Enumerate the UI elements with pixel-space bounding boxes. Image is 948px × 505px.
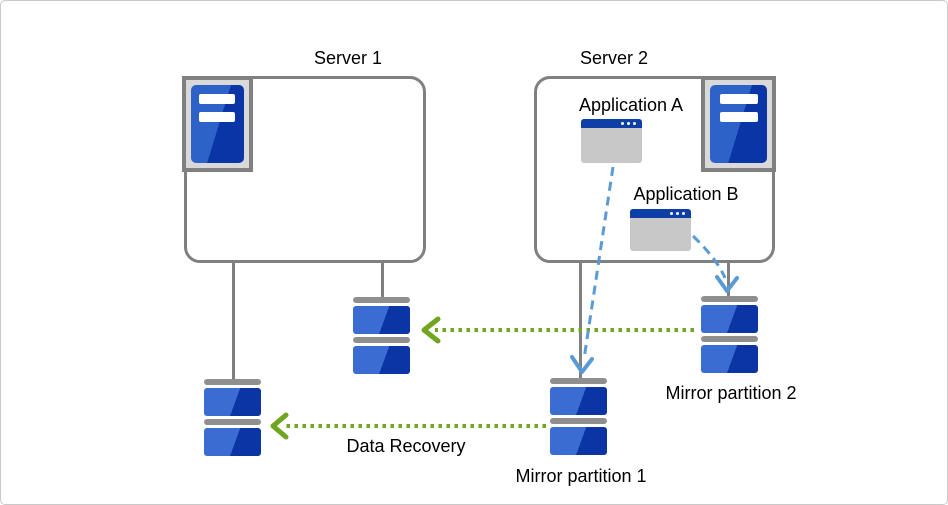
mirror-partition-2-label: Mirror partition 2 bbox=[665, 383, 797, 403]
mirror-partition-1-disk-icon bbox=[550, 378, 607, 455]
disk-cap bbox=[701, 336, 758, 342]
disk-platter bbox=[353, 306, 410, 334]
disk-cap bbox=[204, 419, 261, 425]
disk-cap bbox=[353, 337, 410, 343]
disk-platter bbox=[550, 427, 607, 455]
tower-slot bbox=[720, 112, 758, 122]
server1-disk2-connector bbox=[381, 262, 384, 298]
application-a-window-icon bbox=[581, 119, 642, 163]
window-titlebar bbox=[581, 119, 642, 128]
server2-disk2-connector bbox=[727, 262, 730, 297]
server1-upper-disk-icon bbox=[353, 297, 410, 374]
disk-cap bbox=[701, 296, 758, 302]
disk-platter bbox=[204, 428, 261, 456]
mirror-partition-2-disk-icon bbox=[701, 296, 758, 373]
disk-platter bbox=[701, 305, 758, 333]
server1-lower-disk-icon bbox=[204, 379, 261, 456]
tower-slot bbox=[199, 94, 235, 104]
disk-platter bbox=[701, 345, 758, 373]
mirror-partition-1-label: Mirror partition 1 bbox=[515, 466, 647, 486]
tower-body bbox=[191, 85, 244, 163]
server1-disk1-connector bbox=[232, 262, 235, 380]
disk-cap bbox=[550, 418, 607, 424]
application-b-window-icon bbox=[630, 209, 691, 251]
server2-label: Server 2 bbox=[579, 48, 649, 68]
tower-slot bbox=[720, 94, 758, 104]
tower-slot bbox=[199, 112, 235, 122]
server1-label: Server 1 bbox=[313, 48, 383, 68]
window-dot bbox=[621, 122, 624, 125]
server2-disk1-connector bbox=[579, 262, 582, 379]
window-dot bbox=[670, 212, 673, 215]
application-a-label: Application A bbox=[578, 95, 684, 115]
tower-body bbox=[710, 85, 767, 163]
data-recovery-label: Data Recovery bbox=[346, 436, 466, 456]
disk-cap bbox=[550, 378, 607, 384]
disk-platter bbox=[550, 387, 607, 415]
server2-tower-icon bbox=[701, 76, 776, 172]
application-b-label: Application B bbox=[633, 184, 739, 204]
disk-cap bbox=[204, 379, 261, 385]
disk-platter bbox=[204, 388, 261, 416]
server1-tower-icon bbox=[182, 76, 253, 172]
window-dot bbox=[627, 122, 630, 125]
window-titlebar bbox=[630, 209, 691, 218]
disk-cap bbox=[353, 297, 410, 303]
window-dot bbox=[682, 212, 685, 215]
data-recovery-arrow bbox=[270, 412, 546, 440]
window-dot bbox=[633, 122, 636, 125]
disk-platter bbox=[353, 346, 410, 374]
mirror2-sync-arrow bbox=[421, 316, 694, 344]
window-dot bbox=[676, 212, 679, 215]
